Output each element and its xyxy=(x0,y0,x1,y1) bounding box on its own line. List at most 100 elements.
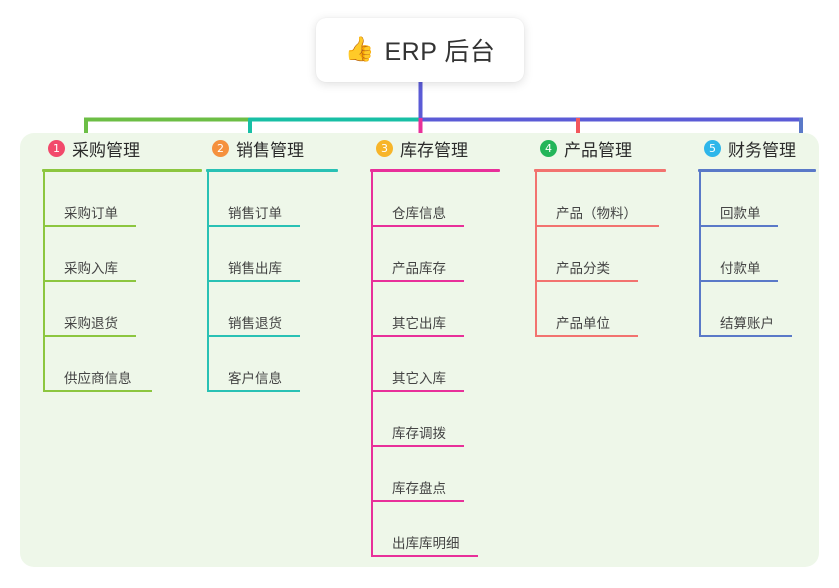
branch-title-1: 采购管理 xyxy=(72,140,140,160)
leaf-label: 回款单 xyxy=(720,206,761,221)
leaf-underline xyxy=(372,280,464,282)
branch-column-1: 1 采购管理采购订单采购入库采购退货供应商信息 xyxy=(42,133,202,392)
leaf-label: 采购退货 xyxy=(64,316,118,331)
leaf-item[interactable]: 采购入库 xyxy=(42,227,202,282)
leaf-underline xyxy=(208,280,300,282)
leaf-item[interactable]: 采购订单 xyxy=(42,172,202,227)
leaf-label: 客户信息 xyxy=(228,371,282,386)
leaf-item[interactable]: 出库库明细 xyxy=(370,502,500,557)
leaf-item[interactable]: 供应商信息 xyxy=(42,337,202,392)
leaf-underline xyxy=(536,280,638,282)
leaf-underline xyxy=(208,335,300,337)
leaf-underline xyxy=(700,225,778,227)
leaf-item[interactable]: 仓库信息 xyxy=(370,172,500,227)
leaf-label: 采购订单 xyxy=(64,206,118,221)
leaf-underline xyxy=(44,335,136,337)
branch-underline-5 xyxy=(698,169,816,172)
leaf-item[interactable]: 其它出库 xyxy=(370,282,500,337)
leaf-item[interactable]: 库存调拨 xyxy=(370,392,500,447)
leaf-spine-2 xyxy=(207,172,209,392)
branch-badge-3: 3 xyxy=(376,139,393,157)
branch-badge-5: 5 xyxy=(704,139,721,157)
leaf-spine-1 xyxy=(43,172,45,392)
branch-columns: 1 采购管理采购订单采购入库采购退货供应商信息 2 销售管理销售订单销售出库销售退货客… xyxy=(20,133,819,567)
leaf-item[interactable]: 销售退货 xyxy=(206,282,338,337)
leaf-list-3: 仓库信息产品库存其它出库其它入库库存调拨库存盘点出库库明细 xyxy=(370,172,500,557)
leaf-underline xyxy=(536,225,659,227)
leaf-label: 采购入库 xyxy=(64,261,118,276)
leaf-item[interactable]: 结算账户 xyxy=(698,282,816,337)
leaf-spine-4 xyxy=(535,172,537,337)
leaf-label: 结算账户 xyxy=(720,316,774,331)
leaf-label: 产品单位 xyxy=(556,316,610,331)
leaf-underline xyxy=(44,280,136,282)
branch-badge-4: 4 xyxy=(540,139,557,157)
branch-underline-4 xyxy=(534,169,666,172)
leaf-item[interactable]: 采购退货 xyxy=(42,282,202,337)
leaf-label: 供应商信息 xyxy=(64,371,132,386)
branch-underline-1 xyxy=(42,169,202,172)
leaf-underline xyxy=(700,280,778,282)
leaf-item[interactable]: 产品分类 xyxy=(534,227,666,282)
leaf-underline xyxy=(208,225,300,227)
leaf-item[interactable]: 产品单位 xyxy=(534,282,666,337)
branch-header-1[interactable]: 1 采购管理 xyxy=(42,133,202,169)
leaf-label: 产品（物料） xyxy=(556,206,637,221)
leaf-underline xyxy=(372,390,464,392)
branch-badge-2: 2 xyxy=(212,139,229,157)
leaf-spine-3 xyxy=(371,172,373,557)
leaf-underline xyxy=(536,335,638,337)
leaf-underline xyxy=(700,335,792,337)
leaf-label: 销售出库 xyxy=(228,261,282,276)
leaf-item[interactable]: 销售出库 xyxy=(206,227,338,282)
leaf-label: 其它入库 xyxy=(392,371,446,386)
leaf-underline xyxy=(372,500,464,502)
leaf-label: 产品分类 xyxy=(556,261,610,276)
leaf-label: 库存盘点 xyxy=(392,481,446,496)
root-node-card[interactable]: 👍 ERP 后台 xyxy=(316,18,524,82)
leaf-item[interactable]: 库存盘点 xyxy=(370,447,500,502)
leaf-underline xyxy=(372,335,464,337)
thumbs-up-icon: 👍 xyxy=(344,36,375,63)
leaf-item[interactable]: 回款单 xyxy=(698,172,816,227)
leaf-underline xyxy=(372,445,464,447)
leaf-spine-5 xyxy=(699,172,701,337)
branch-column-2: 2 销售管理销售订单销售出库销售退货客户信息 xyxy=(206,133,338,392)
leaf-item[interactable]: 销售订单 xyxy=(206,172,338,227)
leaf-underline xyxy=(208,390,300,392)
leaf-label: 付款单 xyxy=(720,261,761,276)
leaf-label: 仓库信息 xyxy=(392,206,446,221)
leaf-item[interactable]: 其它入库 xyxy=(370,337,500,392)
leaf-list-4: 产品（物料） 产品分类产品单位 xyxy=(534,172,666,337)
branch-underline-3 xyxy=(370,169,500,172)
branch-underline-2 xyxy=(206,169,338,172)
leaf-list-5: 回款单付款单结算账户 xyxy=(698,172,816,337)
leaf-label: 销售退货 xyxy=(228,316,282,331)
leaf-label: 销售订单 xyxy=(228,206,282,221)
leaf-label: 其它出库 xyxy=(392,316,446,331)
root-title: ERP 后台 xyxy=(384,38,496,66)
leaf-underline xyxy=(372,225,464,227)
branch-column-4: 4 产品管理产品（物料） 产品分类产品单位 xyxy=(534,133,666,337)
branch-header-3[interactable]: 3 库存管理 xyxy=(370,133,500,169)
branch-header-4[interactable]: 4 产品管理 xyxy=(534,133,666,169)
leaf-item[interactable]: 产品库存 xyxy=(370,227,500,282)
branch-title-4: 产品管理 xyxy=(564,140,632,160)
leaf-label: 出库库明细 xyxy=(392,536,460,551)
branch-column-3: 3 库存管理仓库信息产品库存其它出库其它入库库存调拨库存盘点出库库明细 xyxy=(370,133,500,557)
leaf-list-2: 销售订单销售出库销售退货客户信息 xyxy=(206,172,338,392)
leaf-list-1: 采购订单采购入库采购退货供应商信息 xyxy=(42,172,202,392)
branch-header-2[interactable]: 2 销售管理 xyxy=(206,133,338,169)
leaf-item[interactable]: 产品（物料） xyxy=(534,172,666,227)
leaf-underline xyxy=(44,390,152,392)
branch-badge-1: 1 xyxy=(48,139,65,157)
branch-title-2: 销售管理 xyxy=(236,140,304,160)
leaf-item[interactable]: 客户信息 xyxy=(206,337,338,392)
leaf-label: 产品库存 xyxy=(392,261,446,276)
branch-title-3: 库存管理 xyxy=(400,140,468,160)
leaf-label: 库存调拨 xyxy=(392,426,446,441)
leaf-item[interactable]: 付款单 xyxy=(698,227,816,282)
leaf-underline xyxy=(44,225,136,227)
